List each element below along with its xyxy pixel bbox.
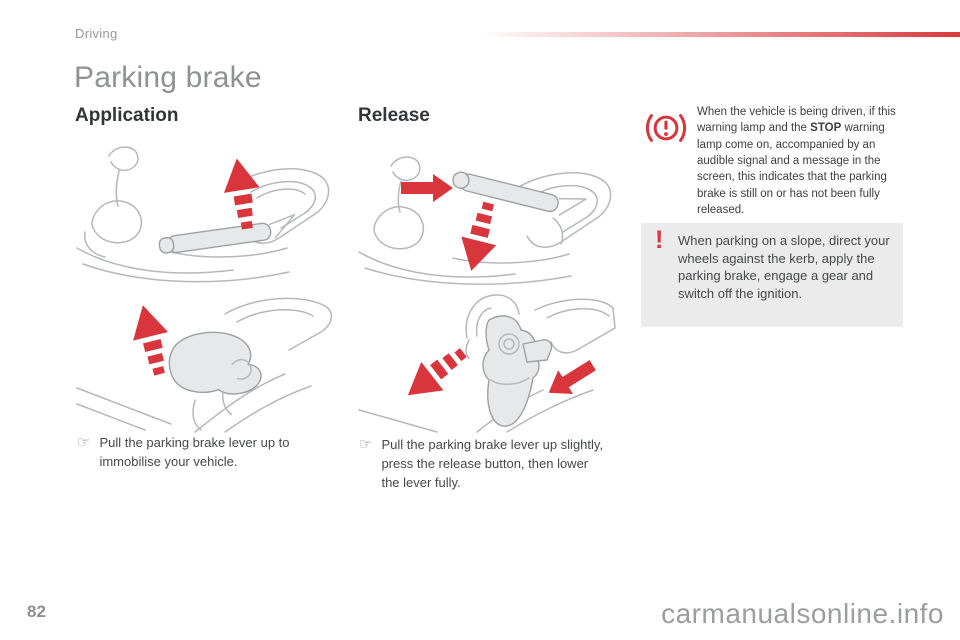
application-figure-lever-up (75, 140, 337, 286)
parking-brake-warning-lamp-icon (643, 110, 689, 146)
breadcrumb: Driving (75, 26, 118, 41)
release-instruction-text: Pull the parking brake lever up slightly… (381, 437, 604, 490)
parking-brake-grip-drawing (76, 297, 333, 433)
warning-lamp-note: When the vehicle is being driven, if thi… (638, 104, 906, 218)
slope-caution-box: ! When parking on a slope, direct your w… (641, 223, 903, 327)
warning-text-pre: When the vehicle is being driven, if thi… (697, 106, 896, 135)
hand-press-button-drawing (358, 294, 616, 433)
pointer-hand-icon: ☞ (77, 434, 91, 451)
application-instruction-text: Pull the parking brake lever up to immob… (99, 435, 290, 469)
pointer-hand-icon: ☞ (359, 436, 373, 453)
release-heading: Release (358, 105, 430, 126)
exclamation-icon: ! (655, 226, 664, 254)
watermark: carmanualsonline.info (661, 598, 944, 629)
parking-brake-lever-up-drawing (76, 146, 330, 283)
warning-text-post: warning lamp come on, accompanied by an … (697, 122, 887, 216)
application-heading: Application (75, 105, 179, 126)
release-figure-hand (357, 288, 619, 434)
release-figure-lever-raised (357, 140, 619, 286)
stop-word: STOP (810, 122, 842, 135)
application-instruction: ☞ Pull the parking brake lever up to imm… (77, 434, 302, 472)
parking-brake-release-drawing (358, 156, 612, 285)
top-accent-bar (478, 32, 960, 37)
application-figure-grip (75, 288, 337, 434)
page-title: Parking brake (74, 61, 262, 94)
warning-lamp-text: When the vehicle is being driven, if thi… (697, 104, 906, 218)
page-number: 82 (27, 602, 46, 621)
slope-caution-text: When parking on a slope, direct your whe… (678, 233, 890, 301)
release-instruction: ☞ Pull the parking brake lever up slight… (359, 436, 609, 493)
